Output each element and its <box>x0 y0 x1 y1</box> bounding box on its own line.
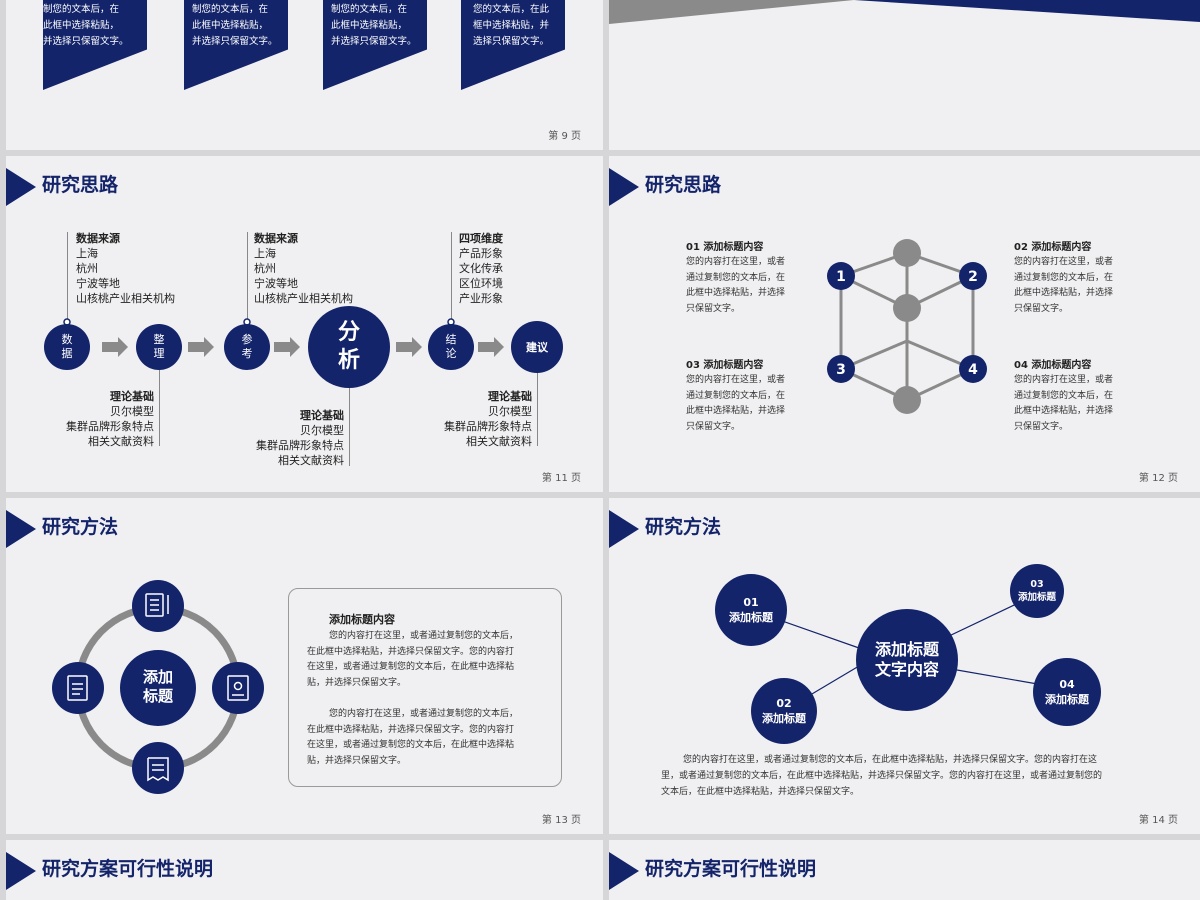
card-1-text: 制您的文本后，在此框中选择粘贴，并选择只保留文字。 <box>43 4 129 47</box>
label-four-dimensions: 四项维度 产品形象文化传承区位环境产业形象 <box>459 232 503 305</box>
label-data-source-2: 数据来源 上海杭州宁波等地山核桃产业相关机构 <box>254 232 353 305</box>
slide-11[interactable]: 研究思路 数据来源 上海杭州宁波等地山核桃产业相关机构 数据来源 上海杭州宁波等… <box>6 156 603 492</box>
connector-line <box>247 232 248 322</box>
label-theory-3: 理论基础 贝尔模型集群品牌形象特点相关文献资料 <box>444 390 532 448</box>
connector-line <box>67 232 68 322</box>
slide-10[interactable] <box>609 0 1200 150</box>
document-pen-icon <box>145 593 169 617</box>
node-data[interactable]: 数 据 <box>44 324 90 370</box>
slide-title: 研究思路 <box>42 174 119 196</box>
slide-title: 研究方法 <box>42 516 119 538</box>
card-2-text: 制您的文本后，在此框中选择粘贴，并选择只保留文字。 <box>192 4 278 47</box>
item-04: 04 添加标题内容 您的内容打在这里，或者通过复制您的文本后，在此框中选择粘贴，… <box>1014 360 1114 432</box>
slide-9[interactable]: 制您的文本后，在此框中选择粘贴，并选择只保留文字。 制您的文本后，在此框中选择粘… <box>6 0 603 150</box>
notes-icon <box>67 675 88 701</box>
page-number: 第 12 页 <box>1138 473 1178 484</box>
hub-node-02[interactable]: 02 添加标题 <box>751 678 817 744</box>
hub-node-01[interactable]: 01 添加标题 <box>715 574 787 646</box>
page-number: 第 9 页 <box>548 131 581 142</box>
node-organize[interactable]: 整 理 <box>136 324 182 370</box>
item-01: 01 添加标题内容 您的内容打在这里，或者通过复制您的文本后，在此框中选择粘贴，… <box>686 242 786 314</box>
slide-title: 研究方案可行性说明 <box>42 858 214 880</box>
cube-num-3: 3 <box>836 362 846 378</box>
title-triangle <box>6 510 36 548</box>
slide-16[interactable]: 研究方案可行性说明 <box>609 840 1200 900</box>
item-03: 03 添加标题内容 您的内容打在这里，或者通过复制您的文本后，在此框中选择粘贴，… <box>686 360 786 432</box>
box-para-1: 您的内容打在这里，或者通过复制您的文本后，在此框中选择粘贴，并选择只保留文字。您… <box>307 631 519 688</box>
slide-15[interactable]: 研究方案可行性说明 <box>6 840 603 900</box>
connector-line <box>159 366 160 446</box>
node-analysis[interactable]: 分 析 <box>308 306 390 388</box>
card-3-text: 制您的文本后，在此框中选择粘贴，并选择只保留文字。 <box>331 4 417 47</box>
label-theory-1: 理论基础 贝尔模型集群品牌形象特点相关文献资料 <box>66 390 154 448</box>
title-triangle <box>609 510 639 548</box>
cube-num-1: 1 <box>836 269 846 285</box>
slide-title: 研究思路 <box>645 174 722 196</box>
slide-title: 研究方案可行性说明 <box>645 858 817 880</box>
label-data-source-1: 数据来源 上海杭州宁波等地山核桃产业相关机构 <box>76 232 175 305</box>
label-theory-2: 理论基础 贝尔模型集群品牌形象特点相关文献资料 <box>256 409 344 467</box>
card-4-text: 您的文本后，在此框中选择粘贴，并选择只保留文字。 <box>473 4 550 47</box>
ring-center-title: 添加 标题 <box>142 668 173 705</box>
slide-13[interactable]: 研究方法 添加 标题 <box>6 498 603 834</box>
slide-12[interactable]: 研究思路 01 添加标题内容 您的内容打在这里，或者通过复制您的文本后，在此框中… <box>609 156 1200 492</box>
cube-num-4: 4 <box>968 362 978 378</box>
connector-line <box>451 232 452 322</box>
hub-center[interactable]: 添加标题 文字内容 <box>856 609 958 711</box>
slide-14[interactable]: 研究方法 添加标题 文字内容 01 添加标题 02 添加标题 03 添加标题 0… <box>609 498 1200 834</box>
cube-num-2: 2 <box>968 269 978 285</box>
cube-diagram: 1 2 3 4 <box>827 239 987 414</box>
ring-diagram <box>52 580 264 794</box>
page-number: 第 14 页 <box>1138 815 1178 826</box>
title-triangle <box>6 852 36 890</box>
box-para-2: 您的内容打在这里，或者通过复制您的文本后，在此框中选择粘贴，并选择只保留文字。您… <box>307 709 519 766</box>
node-conclusion[interactable]: 结 论 <box>428 324 474 370</box>
id-card-icon <box>227 675 249 701</box>
content-box: 添加标题内容 您的内容打在这里，或者通过复制您的文本后，在此框中选择粘贴，并选择… <box>288 588 562 787</box>
hub-node-04[interactable]: 04 添加标题 <box>1033 658 1101 726</box>
title-triangle <box>609 852 639 890</box>
slide-title: 研究方法 <box>645 516 722 538</box>
flow-arrows <box>63 318 541 385</box>
page-number: 第 11 页 <box>541 473 581 484</box>
box-title: 添加标题内容 <box>329 613 395 626</box>
body-paragraph: 您的内容打在这里，或者通过复制您的文本后，在此框中选择粘贴，并选择只保留文字。您… <box>661 755 1103 797</box>
node-suggestion[interactable]: 建议 <box>511 321 563 373</box>
page-number: 第 13 页 <box>541 815 581 826</box>
title-triangle <box>609 168 639 206</box>
title-triangle <box>6 168 36 206</box>
hub-node-03[interactable]: 03 添加标题 <box>1010 564 1064 618</box>
item-02: 02 添加标题内容 您的内容打在这里，或者通过复制您的文本后，在此框中选择粘贴，… <box>1014 242 1114 314</box>
banner-shapes <box>609 0 1200 24</box>
receipt-icon <box>147 757 169 782</box>
connector-line <box>349 381 350 466</box>
node-reference[interactable]: 参 考 <box>224 324 270 370</box>
connector-line <box>537 366 538 446</box>
